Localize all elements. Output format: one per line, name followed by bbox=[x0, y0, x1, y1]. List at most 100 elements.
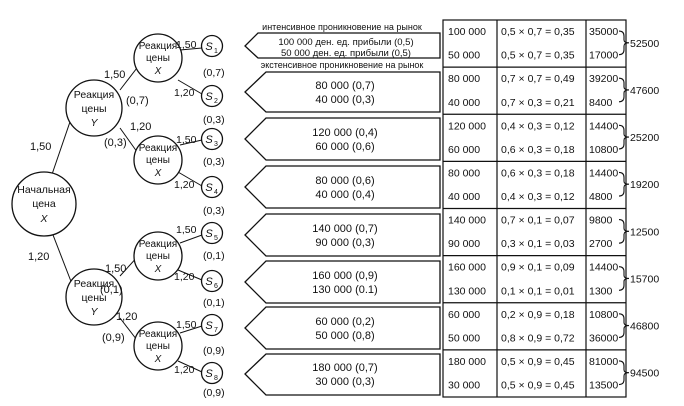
x-node-2-line1: Реакция bbox=[139, 143, 177, 154]
outcome-7-line2: 50 000 (0,8) bbox=[315, 330, 374, 342]
state-s6-index: 6 bbox=[214, 283, 218, 290]
state-node-s6: S 6 bbox=[200, 269, 224, 293]
table-ev-cell: 1300 bbox=[589, 285, 613, 297]
table-value-cell: 50 000 bbox=[448, 332, 480, 344]
table-sum-value: 25200 bbox=[630, 132, 659, 144]
state-s3-index: 3 bbox=[214, 141, 218, 148]
table-prob-cell: 0,7 × 0,7 = 0,49 bbox=[501, 73, 575, 85]
root-line2: цена bbox=[32, 198, 56, 210]
x-node-3-line1: Реакция bbox=[139, 239, 177, 250]
y-node-upper: Реакция цены Y bbox=[65, 79, 123, 137]
table-value-cell: 80 000 bbox=[448, 73, 480, 85]
table-value-cell: 30 000 bbox=[448, 380, 480, 392]
y-lower-edge-upper: 1,50 bbox=[105, 263, 126, 275]
table-prob-cell: 0,4 × 0,3 = 0,12 bbox=[501, 120, 575, 132]
table-prob-cell: 0,2 × 0,9 = 0,18 bbox=[501, 309, 575, 321]
x4-prob-lower: (0,9) bbox=[203, 387, 225, 399]
table-ev-cell: 81000 bbox=[589, 356, 618, 368]
table-ev-cell: 9800 bbox=[589, 215, 613, 227]
sum-bracket bbox=[618, 360, 630, 386]
table-ev-cell: 2700 bbox=[589, 238, 613, 250]
sum-bracket bbox=[618, 77, 630, 103]
table-sum-value: 12500 bbox=[630, 226, 659, 238]
sum-bracket bbox=[618, 313, 630, 338]
y-node-upper-line2: цены bbox=[81, 103, 106, 115]
table-value-cell: 100 000 bbox=[448, 26, 486, 38]
x-node-3-line3: X bbox=[154, 264, 162, 275]
y-lower-edge-lower: 1,20 bbox=[116, 311, 137, 323]
state-s2-letter: S bbox=[205, 91, 213, 103]
outcome-1-line1: 100 000 ден. ед. прибыли (0,5) bbox=[278, 37, 413, 48]
y-node-upper-line3: Y bbox=[90, 117, 98, 129]
table-sum-value: 94500 bbox=[630, 368, 659, 380]
table-prob-cell: 0,1 × 0,1 = 0,01 bbox=[501, 285, 575, 297]
table-prob-cell: 0,9 × 0,1 = 0,09 bbox=[501, 262, 575, 274]
table-value-cell: 140 000 bbox=[448, 215, 486, 227]
table-ev-cell: 8400 bbox=[589, 97, 613, 109]
table-ev-cell: 17000 bbox=[589, 50, 618, 62]
table-sum-value: 15700 bbox=[630, 273, 659, 285]
outcome-3: 120 000 (0,4) 60 000 (0,6) bbox=[244, 117, 441, 161]
x1-edge-lower: 1,20 bbox=[174, 87, 195, 99]
sum-bracket bbox=[618, 171, 630, 197]
table-value-cell: 60 000 bbox=[448, 309, 480, 321]
y-node-lower-line3: Y bbox=[90, 306, 98, 318]
y-node-lower-line1: Реакция bbox=[74, 278, 114, 290]
outcome-3-line2: 60 000 (0,6) bbox=[315, 141, 374, 153]
state-s2-index: 2 bbox=[214, 98, 218, 105]
outcome-8: 180 000 (0,7) 30 000 (0,3) bbox=[244, 353, 441, 396]
outcome-4-line2: 40 000 (0,4) bbox=[315, 189, 374, 201]
table-value-cell: 120 000 bbox=[448, 120, 486, 132]
y-node-lower-line2: цены bbox=[81, 292, 106, 304]
x-node-3: Реакция цены X bbox=[133, 231, 183, 281]
x-node-1: Реакция цены X bbox=[133, 33, 183, 83]
state-node-s7: S 7 bbox=[200, 313, 224, 337]
y-lower-edge-lower-prob: (0,9) bbox=[102, 332, 125, 344]
table-ev-cell: 4800 bbox=[589, 191, 613, 203]
outcome-2: 80 000 (0,7) 40 000 (0,3) bbox=[244, 71, 441, 113]
table-value-cell: 160 000 bbox=[448, 262, 486, 274]
x4-edge-upper: 1,50 bbox=[176, 319, 197, 331]
table-sum-value: 46800 bbox=[630, 321, 659, 333]
state-s7-index: 7 bbox=[214, 327, 218, 334]
table-ev-cell: 10800 bbox=[589, 144, 618, 156]
outcome-7-line1: 60 000 (0,2) bbox=[315, 316, 374, 328]
outcome-2-line2: 40 000 (0,3) bbox=[315, 94, 374, 106]
state-s6-letter: S bbox=[205, 276, 213, 288]
state-s1-letter: S bbox=[205, 41, 213, 53]
root-line3: X bbox=[39, 213, 48, 225]
outcome-6-line1: 160 000 (0,9) bbox=[312, 270, 377, 282]
x1-edge-upper: 1,50 bbox=[176, 39, 197, 51]
outcome-5: 140 000 (0,7) 90 000 (0,3) bbox=[244, 213, 441, 257]
sum-bracket bbox=[618, 124, 630, 150]
x2-prob-upper: (0,3) bbox=[203, 156, 225, 168]
table-value-cell: 60 000 bbox=[448, 144, 480, 156]
table-prob-cell: 0,7 × 0,1 = 0,07 bbox=[501, 215, 575, 227]
table-value-cell: 40 000 bbox=[448, 97, 480, 109]
x3-prob-lower: (0,1) bbox=[203, 297, 225, 309]
outcome-4-line1: 80 000 (0,6) bbox=[315, 175, 374, 187]
state-node-s8: S 8 bbox=[200, 361, 224, 385]
table-ev-cell: 39200 bbox=[589, 73, 618, 85]
x-node-4: Реакция цены X bbox=[133, 321, 183, 371]
outcome-1-footer: экстенсивное проникновение на рынок bbox=[261, 60, 424, 70]
table-value-cell: 90 000 bbox=[448, 238, 480, 250]
y-lower-edge-upper-prob: (0,1) bbox=[100, 284, 123, 296]
outcome-8-line1: 180 000 (0,7) bbox=[312, 362, 377, 374]
table-value-cell: 40 000 bbox=[448, 191, 480, 203]
x-node-4-line3: X bbox=[154, 354, 162, 365]
table-ev-cell: 35000 bbox=[589, 26, 618, 38]
table-ev-cell: 14400 bbox=[589, 262, 618, 274]
table-value-cell: 80 000 bbox=[448, 167, 480, 179]
state-s5-letter: S bbox=[205, 228, 213, 240]
sum-bracket bbox=[618, 219, 630, 244]
table-prob-cell: 0,6 × 0,3 = 0,18 bbox=[501, 144, 575, 156]
root-line1: Начальная bbox=[17, 184, 70, 196]
x-node-2-line3: X bbox=[154, 168, 162, 179]
sum-bracket bbox=[618, 266, 630, 291]
x-node-4-line1: Реакция bbox=[139, 329, 177, 340]
x4-edge-lower: 1,20 bbox=[174, 364, 195, 376]
outcome-1-line2: 50 000 ден. ед. прибыли (0,5) bbox=[281, 48, 411, 59]
x2-edge-upper: 1,50 bbox=[176, 134, 197, 146]
